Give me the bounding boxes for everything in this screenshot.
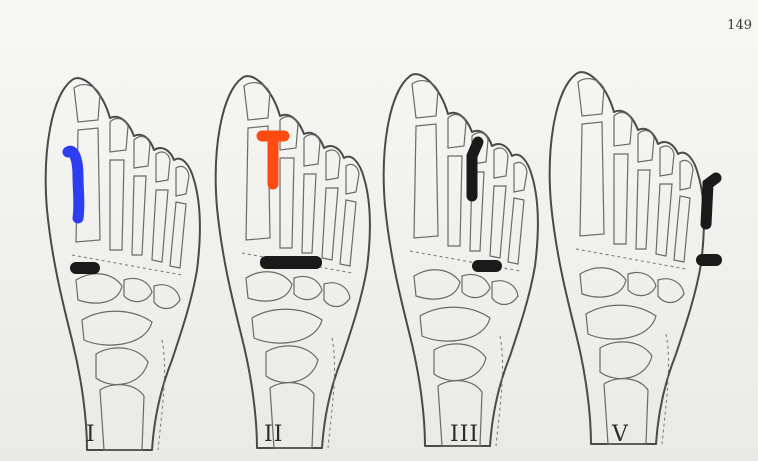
figure-label-2: II bbox=[264, 422, 283, 447]
highlight-band-3 bbox=[472, 142, 478, 196]
highlight-band-2 bbox=[262, 136, 284, 184]
highlight-band-4 bbox=[706, 178, 716, 224]
highlight-bar-4 bbox=[696, 254, 722, 266]
foot-diagram-4 bbox=[550, 72, 722, 444]
foot-diagram-1 bbox=[46, 78, 200, 450]
highlight-bar-1 bbox=[70, 262, 100, 274]
figure-label-1: I bbox=[86, 422, 96, 447]
figure-label-4: V bbox=[612, 422, 629, 447]
highlight-band-1 bbox=[68, 151, 79, 218]
foot-diagram-2 bbox=[216, 76, 370, 448]
highlight-bar-3 bbox=[472, 260, 502, 272]
figure-label-3: III bbox=[450, 422, 479, 447]
highlight-bar-2 bbox=[260, 256, 322, 269]
foot-diagram-3 bbox=[384, 74, 538, 446]
